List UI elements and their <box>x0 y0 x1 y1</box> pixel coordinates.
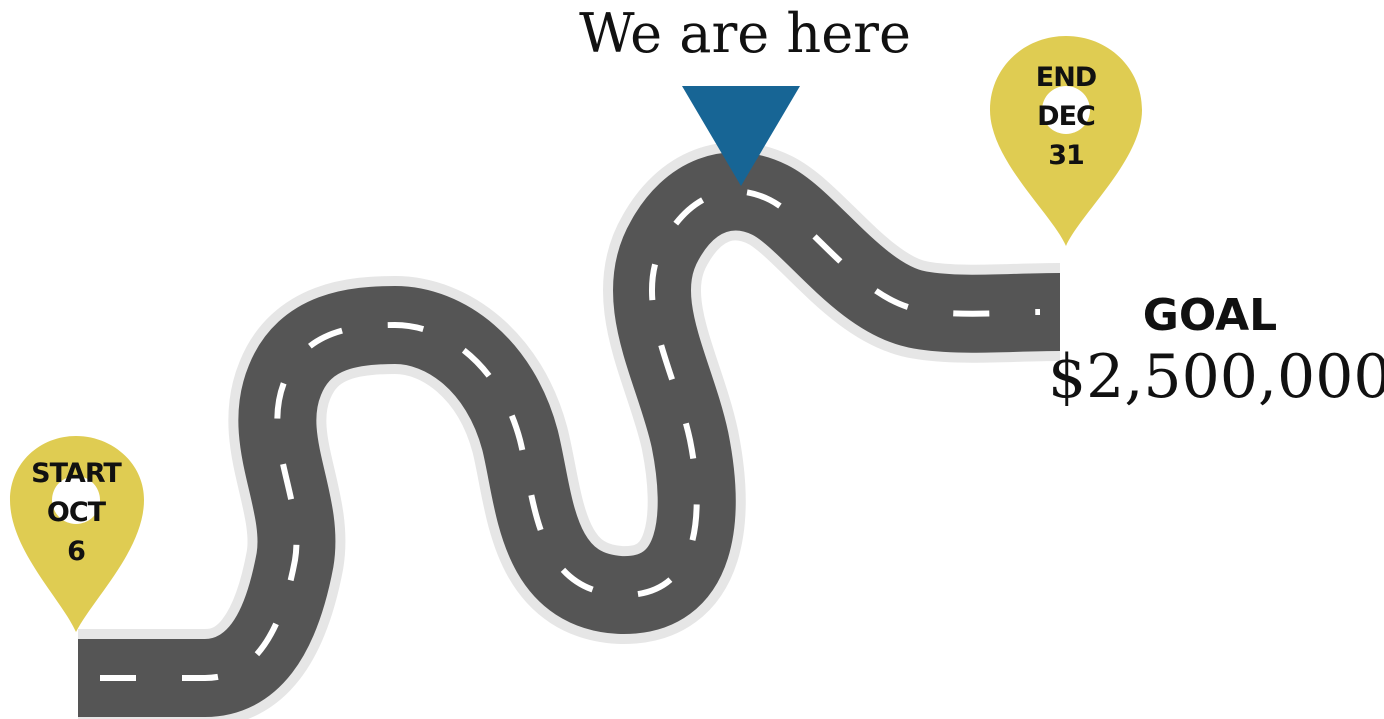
goal-amount: $2,500,000 <box>1048 342 1384 412</box>
start-pin-line-1: START <box>31 458 122 489</box>
road-asphalt <box>78 152 1061 717</box>
end-pin-icon <box>990 36 1142 246</box>
end-pin-label: END DEC 31 <box>996 58 1136 175</box>
end-pin-line-2: DEC <box>1037 101 1096 132</box>
start-pin-line-3: 6 <box>67 536 86 567</box>
road-start-cap <box>60 630 78 719</box>
end-pin-line-3: 31 <box>1048 140 1085 171</box>
road <box>60 142 1080 719</box>
road-end-cap <box>1060 262 1080 362</box>
here-marker-icon <box>682 86 800 186</box>
start-pin-icon <box>10 436 144 632</box>
goal-title: GOAL <box>1142 290 1278 341</box>
end-pin-line-1: END <box>1035 62 1097 93</box>
start-pin-line-2: OCT <box>46 497 106 528</box>
start-pin-label: START OCT 6 <box>6 454 146 571</box>
we-are-here-label: We are here <box>579 2 911 65</box>
